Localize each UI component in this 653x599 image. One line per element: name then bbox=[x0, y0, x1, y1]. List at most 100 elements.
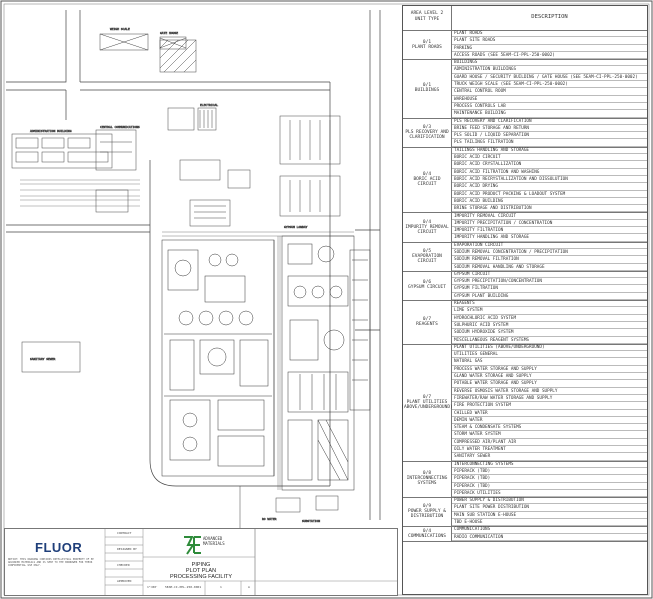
legend-item: MAINTENANCE BUILDING bbox=[452, 110, 647, 118]
tb-contract-label: CONTRACT bbox=[117, 531, 132, 535]
legend-item: IMPURITY FILTRATION bbox=[452, 227, 647, 235]
legend-group-area: 0/6 bbox=[422, 280, 432, 286]
legend-item: WAREHOUSE bbox=[452, 96, 647, 103]
legend-item: COMMUNICATIONS bbox=[452, 526, 647, 534]
legend-group-area: 0/4 bbox=[422, 528, 432, 534]
process-buildings-north: ELECTRICAL bbox=[167, 103, 251, 189]
legend-group-name: BUILDINGS bbox=[414, 88, 440, 94]
legend-item: BORIC ACID BUILDING bbox=[452, 198, 647, 206]
legend-group-name: IMPURITY REMOVAL CIRCUIT bbox=[405, 224, 449, 235]
legend-item: REVERSE OSMOSIS WATER STORAGE AND SUPPLY bbox=[452, 388, 647, 395]
legend-group-area: 0/4 bbox=[422, 172, 432, 178]
legend-item: BRINE FEED STORAGE AND RETURN bbox=[452, 125, 647, 133]
legend-header: AREA LEVEL 2 UNIT TYPE DESCRIPTION bbox=[403, 6, 647, 31]
legend-group-name: EVAPORATION CIRCUIT bbox=[412, 253, 442, 264]
legend-item: ADMINISTRATION BUILDINGS bbox=[452, 66, 647, 74]
parking bbox=[20, 179, 140, 207]
legend-item: BRINE STORAGE AND DISTRIBUTION bbox=[452, 205, 647, 213]
legend-item: PLS SOLID / LIQUID SEPARATION bbox=[452, 132, 647, 140]
legend-item: GUARD HOUSE / SECURITY BUILDING / GATE H… bbox=[452, 74, 647, 82]
svg-text:GYPSUM LOWBAY: GYPSUM LOWBAY bbox=[284, 225, 308, 229]
drawing-title: PIPING PLOT PLAN PROCESSING FACILITY bbox=[146, 562, 256, 580]
legend-header-area: AREA LEVEL 2 UNIT TYPE bbox=[403, 6, 452, 30]
legend-item: GYPSUM PRECIPITATION/CONCENTRATION bbox=[452, 278, 647, 286]
legend-item: PLANT SITE POWER DISTRIBUTION bbox=[452, 504, 647, 512]
legend-item: TRUCK WEIGH SCALE (SEE 5EAM-CI-PPL-250-0… bbox=[452, 81, 647, 89]
svg-text:SUBSTATION: SUBSTATION bbox=[302, 519, 320, 523]
legend-item: REAGENTS bbox=[452, 300, 647, 308]
tb-sheet-value: 1 bbox=[220, 585, 222, 589]
legend-item: HYDROCHLORIC ACID SYSTEM bbox=[452, 315, 647, 322]
5e-logo-icon bbox=[184, 536, 201, 555]
legend-item: FIRE PROTECTION SYSTEM bbox=[452, 402, 647, 410]
legend-header-description: DESCRIPTION bbox=[531, 14, 568, 20]
legend-group-name: PLANT ROADS bbox=[412, 44, 442, 50]
tb-rev-value: A bbox=[248, 585, 250, 589]
legend-group-area: 0/1 bbox=[422, 39, 432, 45]
legend-group-name: POWER SUPPLY & DISTRIBUTION bbox=[408, 509, 446, 520]
tb-checked-label: CHECKED bbox=[117, 563, 130, 567]
legend-group-area: 0/5 bbox=[422, 248, 432, 254]
client-line-1: ADVANCED bbox=[203, 536, 223, 541]
gate-house: WEIGH SCALE GATE HOUSE bbox=[99, 27, 187, 51]
legend-item: RADIO COMMUNICATION bbox=[452, 534, 647, 541]
legend-item: PLANT SITE ROADS bbox=[452, 37, 647, 45]
legend-group-area: 0/3 bbox=[422, 124, 432, 130]
legend-item: BORIC ACID CRYSTALLIZATION bbox=[452, 161, 647, 169]
legend-item: GYPSUM CIRCUIT bbox=[452, 271, 647, 279]
legend-item: SODIUM REMOVAL FILTRATION bbox=[452, 256, 647, 264]
legend-group-name: REAGENTS bbox=[416, 321, 438, 327]
legend-group-area: 0/8 bbox=[422, 471, 432, 477]
fluor-logo: FLUOR bbox=[35, 540, 83, 555]
legend-item: GYPSUM PLANT BUILDING bbox=[452, 293, 647, 301]
legend-item: SULPHURIC ACID SYSTEM bbox=[452, 322, 647, 330]
svg-text:RO WATER: RO WATER bbox=[262, 517, 277, 521]
tb-drawing-number: 5EAM-CI-PPL-250-0001 bbox=[165, 585, 202, 589]
legend-item: ACCESS ROADS (SEE 5EAM-CI-PPL-250-0002) bbox=[452, 52, 647, 60]
legend-item: MAIN SUB STATION E-HOUSE bbox=[452, 512, 647, 520]
legend-item: BORIC ACID CIRCUIT bbox=[452, 154, 647, 162]
legend-item: PLANT ROADS bbox=[452, 30, 647, 38]
legend-item: MISCELLANEOUS REAGENT SYSTEMS bbox=[452, 337, 647, 344]
header-area-text: AREA LEVEL 2 bbox=[410, 11, 444, 16]
legend-item: EVAPORATION CIRCUIT bbox=[452, 242, 647, 249]
legend-item: PIPERACK (TBD) bbox=[452, 483, 647, 490]
legend-item: BORIC ACID RECRYSTALLIZATION AND DISSOLU… bbox=[452, 176, 647, 184]
legend-item: SODIUM REMOVAL HANDLING AND STORAGE bbox=[452, 264, 647, 271]
legend-item: PLANT UTILITIES (ABOVE/UNDERGROUND) bbox=[452, 344, 647, 352]
legend-item: PIPERACK (TBD) bbox=[452, 475, 647, 483]
legend-item: BORIC ACID PRODUCT PACKING & LOADOUT SYS… bbox=[452, 191, 647, 198]
tb-designed-label: DESIGNED BY bbox=[117, 547, 137, 551]
legend-item: PIPERACK UTILITIES bbox=[452, 490, 647, 498]
client-line-2: MATERIALS bbox=[203, 541, 225, 546]
legend-item: POTABLE WATER STORAGE AND SUPPLY bbox=[452, 380, 647, 388]
legend-item: TAILINGS HANDLING AND STORAGE bbox=[452, 147, 647, 155]
legend-item: SANITARY SEWER bbox=[452, 453, 647, 461]
legend-item: STEAM & CONDENSATE SYSTEMS bbox=[452, 424, 647, 432]
header-unit-text: UNIT TYPE bbox=[414, 17, 440, 22]
title-line-1: PIPING bbox=[191, 562, 211, 568]
legend-group-name: COMMUNICATIONS bbox=[408, 533, 446, 539]
legend-group-name: BORIC ACID CIRCUIT bbox=[413, 177, 441, 188]
legend-item: CENTRAL CONTROL ROOM bbox=[452, 88, 647, 96]
title-block: CONTRACT DESIGNED BY CHECKED APPROVED 1"… bbox=[4, 528, 398, 596]
